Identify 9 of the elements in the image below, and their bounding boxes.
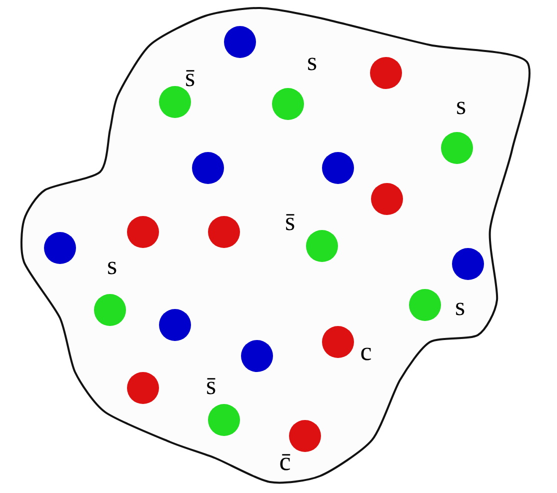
particle-label: c̄ bbox=[279, 449, 291, 475]
particle-label: s bbox=[456, 93, 466, 119]
particle-label: s̄ bbox=[206, 373, 216, 399]
particle-label: s bbox=[306, 49, 318, 75]
particle-label: s̄ bbox=[284, 209, 296, 235]
particle-label: s bbox=[454, 294, 466, 320]
particle-label: s̄ bbox=[184, 65, 196, 91]
particle-label: s bbox=[106, 253, 118, 279]
particle-label: c bbox=[360, 339, 372, 365]
